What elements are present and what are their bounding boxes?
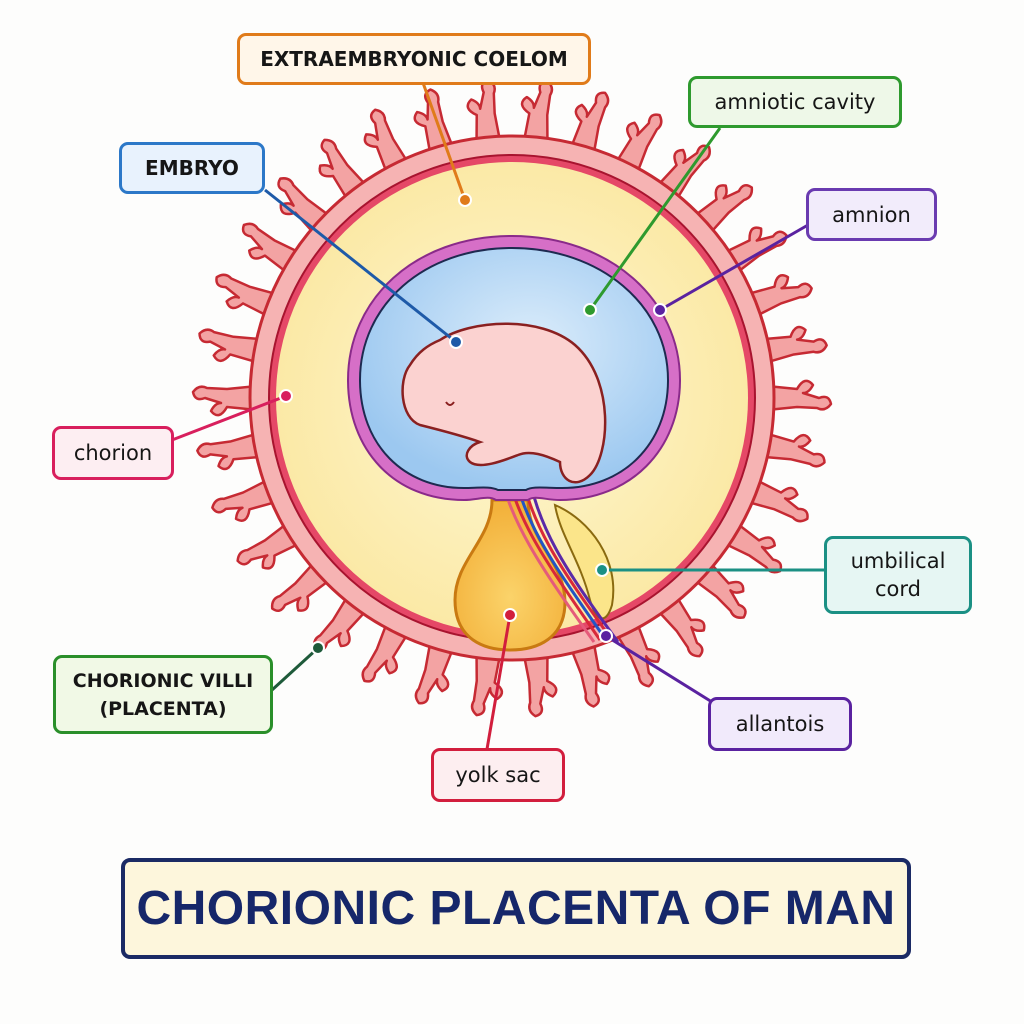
label-extraembryonic-coelom: EXTRAEMBRYONIC COELOM bbox=[237, 33, 591, 85]
villus bbox=[744, 477, 809, 523]
embryo-eye bbox=[445, 401, 455, 406]
villus bbox=[744, 274, 813, 319]
villus bbox=[470, 649, 504, 717]
leader-lines bbox=[171, 79, 826, 756]
embryo-shape bbox=[401, 322, 607, 484]
label-allantois: allantois bbox=[708, 697, 852, 751]
label-amniotic-cavity: amniotic cavity bbox=[688, 76, 902, 128]
title-banner: CHORIONIC PLACENTA OF MAN bbox=[121, 858, 911, 959]
label-amnion: amnion bbox=[806, 188, 937, 241]
label-embryo: EMBRYO bbox=[119, 142, 265, 194]
villus bbox=[211, 477, 280, 522]
villus bbox=[568, 638, 611, 708]
villus bbox=[196, 431, 265, 471]
villus bbox=[721, 226, 788, 276]
villus bbox=[466, 78, 502, 147]
villus bbox=[361, 619, 411, 683]
label-chorionic-villi: CHORIONIC VILLI(PLACENTA) bbox=[53, 655, 273, 734]
page-title: CHORIONIC PLACENTA OF MAN bbox=[136, 882, 896, 935]
villus bbox=[215, 273, 280, 319]
villus bbox=[613, 113, 663, 177]
villus bbox=[363, 108, 411, 177]
villus bbox=[198, 328, 265, 365]
villus bbox=[522, 649, 558, 718]
leader-dots bbox=[279, 193, 667, 655]
villus bbox=[414, 638, 456, 705]
villus bbox=[191, 384, 259, 417]
villus bbox=[759, 431, 826, 468]
villus bbox=[520, 79, 554, 147]
villus bbox=[568, 91, 610, 158]
villus bbox=[236, 520, 303, 570]
label-yolk-sac: yolk sac bbox=[431, 748, 565, 802]
villus bbox=[765, 379, 833, 412]
label-chorion: chorion bbox=[52, 426, 174, 480]
villus bbox=[759, 325, 828, 365]
